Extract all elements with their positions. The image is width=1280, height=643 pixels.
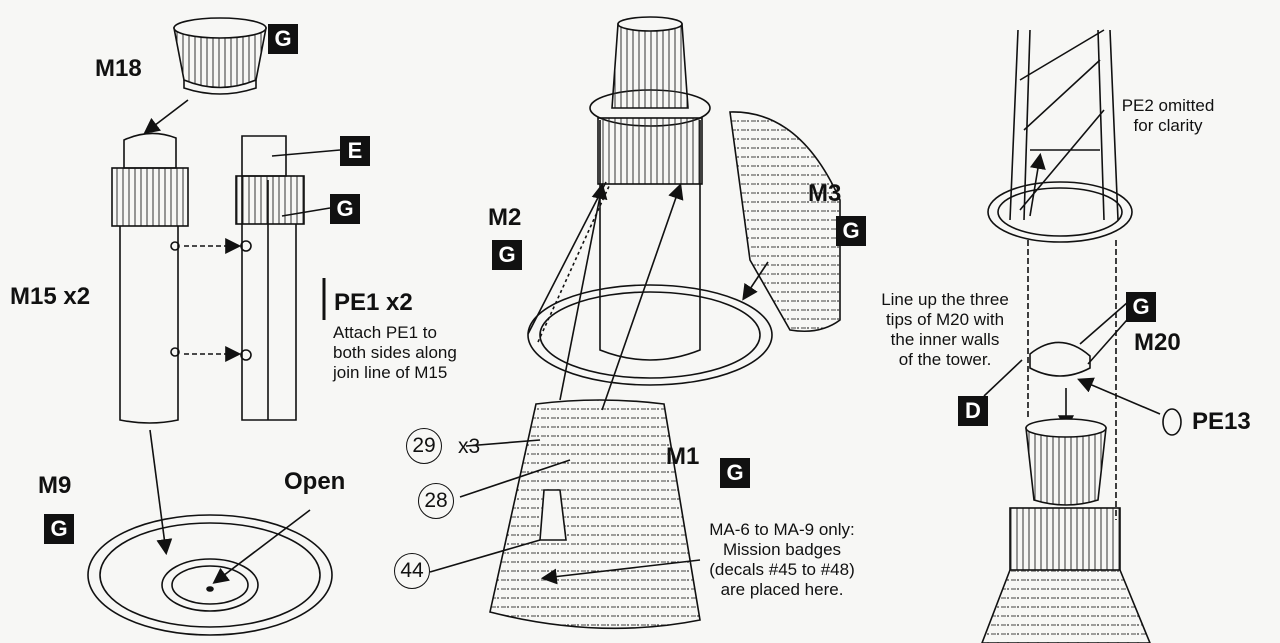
pe2-note-line: for clarity bbox=[1133, 116, 1203, 135]
line-up-line: of the tower. bbox=[898, 350, 992, 369]
pe1-attach-note: Attach PE1 to both sides along join line… bbox=[333, 323, 457, 383]
m1-capsule bbox=[489, 399, 701, 630]
decal-callout-44: 44 bbox=[394, 553, 430, 589]
paint-badge-g-m1: G bbox=[720, 458, 750, 488]
line-up-line: the inner walls bbox=[890, 330, 1000, 349]
paint-badge-g-m9: G bbox=[44, 514, 74, 544]
part-label-m18: M18 bbox=[95, 55, 142, 82]
part-label-m15: M15 x2 bbox=[10, 283, 91, 310]
m2-skirt bbox=[527, 181, 773, 386]
paint-badge-g-m15: G bbox=[330, 194, 360, 224]
pe1-note-line: Attach PE1 to bbox=[333, 323, 437, 342]
paint-badge-g-m20: G bbox=[1126, 292, 1156, 322]
m20-part bbox=[1029, 341, 1091, 377]
m15-left bbox=[111, 132, 189, 424]
decal-callout-29: 29 bbox=[406, 428, 442, 464]
escape-tower bbox=[987, 29, 1133, 243]
mission-note-line: (decals #45 to #48) bbox=[709, 560, 855, 579]
capsule-lower-right bbox=[981, 418, 1151, 643]
part-label-m2: M2 bbox=[488, 204, 522, 231]
line-up-line: tips of M20 with bbox=[885, 310, 1005, 329]
mission-note-line: MA-6 to MA-9 only: bbox=[709, 520, 855, 539]
m15-right bbox=[235, 135, 305, 421]
part-label-m20: M20 bbox=[1134, 329, 1181, 356]
part-label-pe1: PE1 x2 bbox=[334, 289, 413, 316]
pe1-note-line: join line of M15 bbox=[333, 363, 448, 382]
m9-base bbox=[87, 514, 333, 636]
part-label-pe13: PE13 bbox=[1192, 408, 1251, 435]
part-label-m9: M9 bbox=[38, 472, 72, 499]
paint-badge-g-m3: G bbox=[836, 216, 866, 246]
paint-badge-g-m2: G bbox=[492, 240, 522, 270]
m1-tower bbox=[589, 16, 711, 361]
paint-badge-d-m20: D bbox=[958, 396, 988, 426]
decal-callout-x3: x3 bbox=[458, 435, 481, 458]
m18-cap bbox=[173, 17, 267, 95]
open-label: Open bbox=[284, 468, 346, 495]
mission-note-line: Mission badges bbox=[722, 540, 842, 559]
pe2-note-line: PE2 omitted bbox=[1121, 96, 1215, 115]
decal-callout-28: 28 bbox=[418, 483, 454, 519]
paint-badge-g-m18: G bbox=[268, 24, 298, 54]
mission-badges-note: MA-6 to MA-9 only: Mission badges (decal… bbox=[696, 520, 868, 600]
part-label-m1: M1 bbox=[666, 443, 700, 470]
mission-note-line: are placed here. bbox=[720, 580, 844, 599]
pe2-omitted-note: PE2 omitted for clarity bbox=[1108, 96, 1228, 136]
part-label-m3: M3 bbox=[808, 180, 842, 207]
line-up-line: Line up the three bbox=[881, 290, 1009, 309]
paint-badge-e-m15: E bbox=[340, 136, 370, 166]
m3-panel bbox=[729, 111, 841, 333]
pe1-note-line: both sides along bbox=[333, 343, 457, 362]
line-up-note: Line up the three tips of M20 with the i… bbox=[862, 290, 1028, 370]
